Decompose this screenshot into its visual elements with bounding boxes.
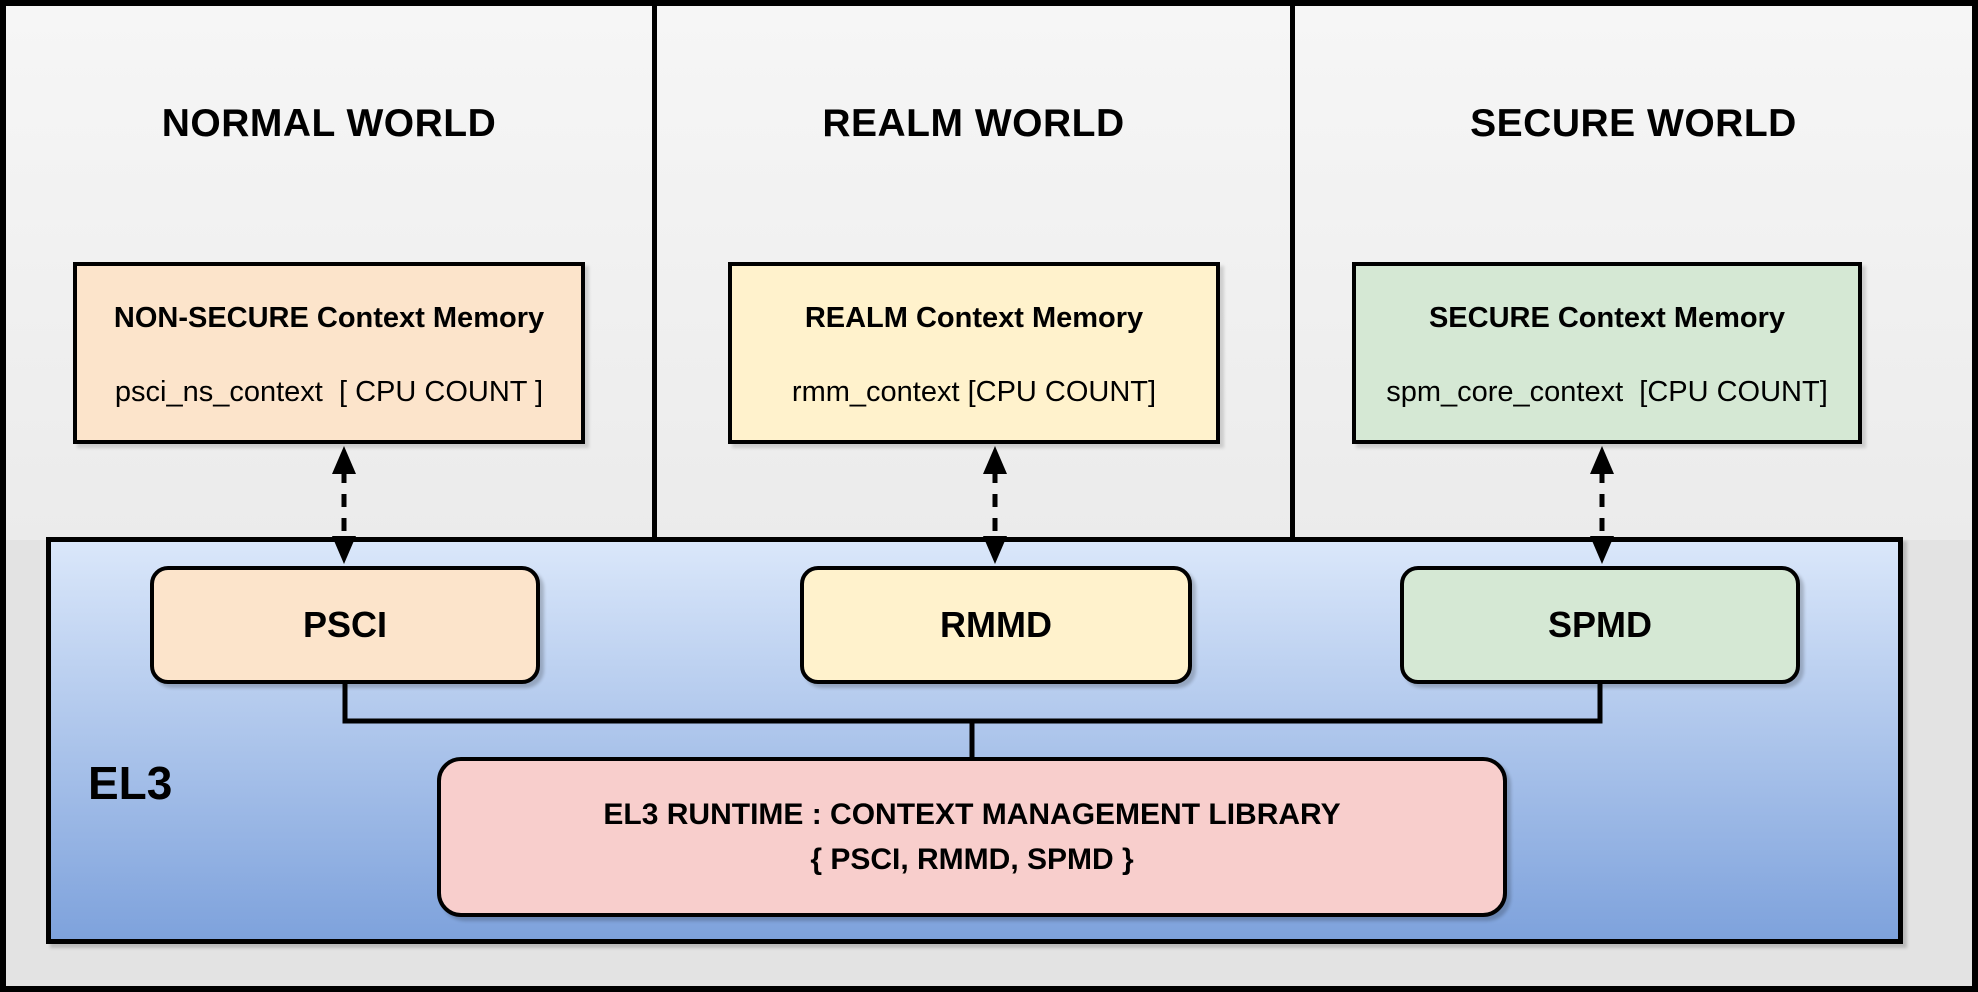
- el3-runtime-library-box: EL3 RUNTIME : CONTEXT MANAGEMENT LIBRARY…: [437, 757, 1507, 917]
- nonsecure-context-memory-box: NON-SECURE Context Memory psci_ns_contex…: [73, 262, 585, 444]
- psci-module-box: PSCI: [150, 566, 540, 684]
- world-divider-normal-realm: [652, 6, 657, 540]
- el3-runtime-library-line2: { PSCI, RMMD, SPMD }: [810, 843, 1134, 876]
- el3-runtime-library-line1: EL3 RUNTIME : CONTEXT MANAGEMENT LIBRARY: [603, 798, 1341, 831]
- rmmd-module-box: RMMD: [800, 566, 1192, 684]
- spmd-module-label: SPMD: [1547, 604, 1652, 645]
- realm-context-memory-title: REALM Context Memory: [804, 302, 1144, 334]
- secure-world-title: SECURE WORLD: [1470, 102, 1797, 145]
- secure-context-memory-title: SECURE Context Memory: [1428, 302, 1786, 334]
- realm-world-title: REALM WORLD: [822, 102, 1125, 145]
- realm-context-memory-box: REALM Context Memory rmm_context [CPU CO…: [728, 262, 1220, 444]
- psci-module-label: PSCI: [302, 604, 388, 645]
- el3-label: EL3: [88, 757, 173, 809]
- world-divider-realm-secure: [1290, 6, 1295, 540]
- secure-context-memory-instance: spm_core_context [CPU COUNT]: [1386, 376, 1828, 408]
- nonsecure-context-memory-title: NON-SECURE Context Memory: [113, 302, 545, 334]
- spmd-module-box: SPMD: [1400, 566, 1800, 684]
- nonsecure-context-memory-instance: psci_ns_context [ CPU COUNT ]: [114, 376, 544, 408]
- normal-world-title: NORMAL WORLD: [161, 102, 497, 145]
- realm-context-memory-instance: rmm_context [CPU COUNT]: [791, 376, 1157, 408]
- secure-context-memory-box: SECURE Context Memory spm_core_context […: [1352, 262, 1862, 444]
- rmmd-module-label: RMMD: [940, 604, 1052, 645]
